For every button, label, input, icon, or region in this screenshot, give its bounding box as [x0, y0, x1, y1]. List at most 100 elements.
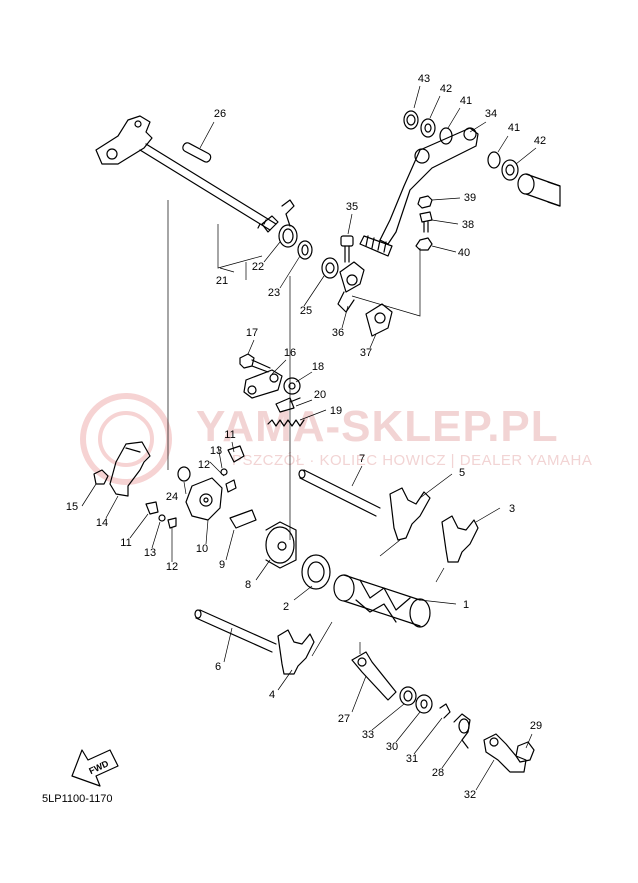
part-39-nut [417, 195, 433, 209]
callout-20: 20 [314, 389, 326, 401]
fwd-arrow-icon [71, 749, 119, 787]
part-26-pin [182, 142, 212, 163]
part-43-clip [403, 110, 419, 130]
part-10-segment [185, 477, 223, 521]
part-18-collar [283, 377, 301, 395]
part-13-ball [220, 468, 228, 476]
part-17-bolt [239, 353, 271, 373]
part-2-bearing [301, 554, 331, 590]
callout-33: 33 [362, 729, 374, 741]
part-12-spring-2 [167, 517, 177, 529]
callout-5: 5 [459, 467, 465, 479]
callout-27: 27 [338, 713, 350, 725]
callout-18: 18 [312, 361, 324, 373]
part-30-washer [415, 694, 433, 714]
part-15-bolt [93, 469, 109, 485]
callout-22: 22 [252, 261, 264, 273]
callout-10: 10 [196, 543, 208, 555]
callout-30: 30 [386, 741, 398, 753]
callout-3: 3 [509, 503, 515, 515]
callout-36: 36 [332, 327, 344, 339]
callout-28: 28 [432, 767, 444, 779]
callout-11: 11 [224, 429, 235, 441]
part-6-rod [194, 609, 277, 653]
callout-4: 4 [269, 689, 275, 701]
callout-32: 32 [464, 789, 476, 801]
callout-17: 17 [246, 327, 258, 339]
part-7-rod [298, 469, 381, 517]
callout-13b: 13 [144, 547, 156, 559]
part-33-collar [399, 686, 417, 706]
callout-42: 42 [440, 83, 452, 95]
callout-11b: 11 [120, 537, 131, 549]
part-41-oring [439, 127, 453, 145]
callout-40: 40 [458, 247, 470, 259]
part-11-stopper-2 [145, 501, 159, 515]
part-36-joint [337, 261, 365, 313]
part-31-circlip [439, 703, 451, 719]
part-25-seal [321, 257, 339, 279]
callout-43: 43 [418, 73, 430, 85]
callout-39: 39 [464, 192, 476, 204]
callout-31: 31 [406, 753, 418, 765]
callout-23: 23 [268, 287, 280, 299]
callout-42b: 42 [534, 135, 546, 147]
callout-35: 35 [346, 201, 358, 213]
part-27-rod [351, 651, 397, 701]
part-42-washer [420, 118, 436, 138]
part-37-joint [365, 303, 393, 337]
part-42-washer-2 [501, 159, 519, 181]
callout-1: 1 [463, 599, 469, 611]
part-40-nut [415, 237, 433, 251]
callout-24: 24 [166, 491, 178, 503]
part-21-shift-shaft [95, 115, 279, 233]
part-22-spring [278, 199, 298, 248]
fwd-label: FWD [87, 758, 110, 776]
part-20-bolt [275, 397, 301, 413]
callout-19: 19 [330, 405, 342, 417]
part-13-ball-2 [158, 514, 166, 522]
part-11-stopper [227, 445, 245, 463]
callout-21: 21 [216, 275, 228, 287]
part-4-fork [277, 629, 315, 675]
part-9-pin [229, 509, 257, 529]
part-12-spring [225, 479, 237, 493]
part-3-fork [441, 515, 479, 563]
callout-29: 29 [530, 720, 542, 732]
callout-2: 2 [283, 601, 289, 613]
part-1-shift-drum [333, 574, 431, 628]
part-19-spring [267, 419, 305, 427]
callout-leaders [81, 85, 537, 791]
callout-7: 7 [359, 453, 365, 465]
part-23-washer [297, 240, 313, 260]
part-35-bolt [340, 235, 354, 263]
callout-8: 8 [245, 579, 251, 591]
pedal-shaft [517, 173, 561, 207]
part-24-collar [177, 466, 191, 482]
callout-6: 6 [215, 661, 221, 673]
callout-41: 41 [460, 95, 472, 107]
part-29-bolt [515, 741, 535, 763]
part-34-shift-pedal [359, 127, 479, 257]
part-28-spring [453, 713, 471, 749]
part-5-fork [389, 487, 431, 541]
part-16-plate [243, 369, 283, 399]
callout-25: 25 [300, 305, 312, 317]
callout-34: 34 [485, 108, 497, 120]
callout-38: 38 [462, 219, 474, 231]
callout-37: 37 [360, 347, 372, 359]
callout-12: 12 [198, 459, 210, 471]
callout-14: 14 [96, 517, 108, 529]
part-38-bolt [419, 211, 433, 233]
part-8-cam [265, 521, 297, 569]
part-41-oring-2 [487, 151, 501, 169]
part-32-lever [483, 733, 527, 773]
callout-9: 9 [219, 559, 225, 571]
callout-26: 26 [214, 108, 226, 120]
callout-13: 13 [210, 445, 222, 457]
callout-41b: 41 [508, 122, 520, 134]
diagram-code: 5LP1100-1170 [42, 793, 113, 805]
part-14-segment [109, 441, 151, 497]
callout-12b: 12 [166, 561, 178, 573]
